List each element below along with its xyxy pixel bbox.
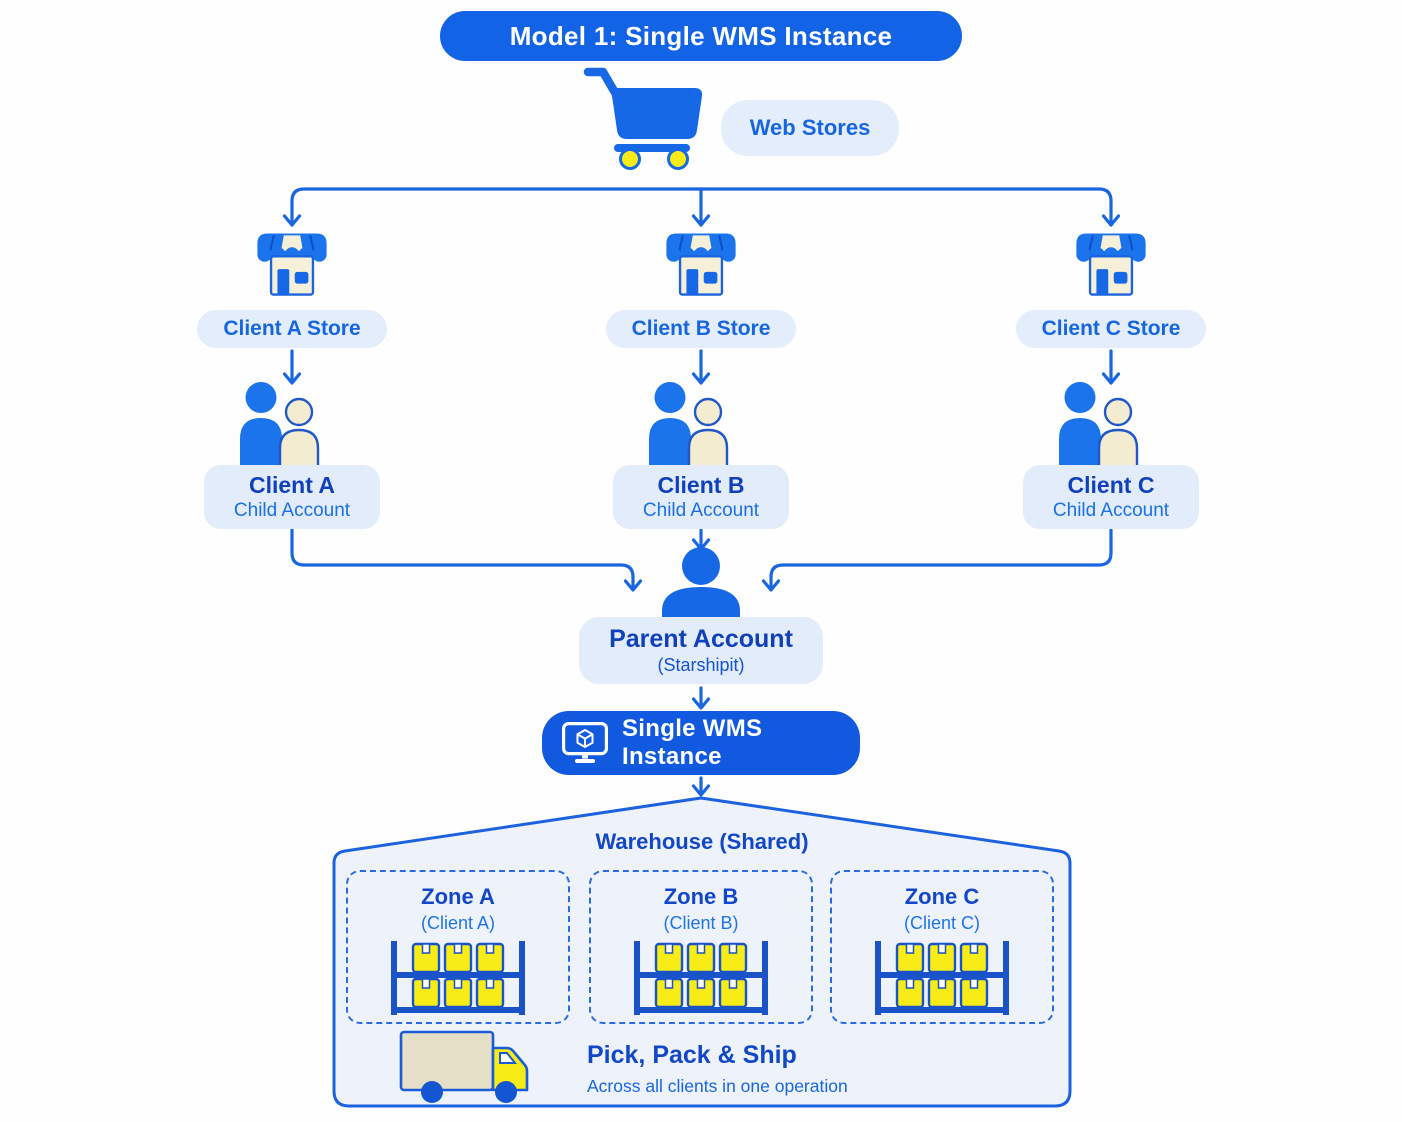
arrowhead bbox=[691, 214, 711, 227]
arrowhead bbox=[691, 784, 711, 797]
web-stores-label: Web Stores bbox=[749, 115, 871, 140]
fulfillment-text-block: Pick, Pack & Ship Across all clients in … bbox=[587, 1041, 848, 1097]
child-account-a-pill: Client A Child Account bbox=[204, 465, 380, 529]
arrowhead bbox=[282, 214, 302, 227]
zone-c: Zone C (Client C) bbox=[830, 870, 1054, 1024]
shopping-cart-icon bbox=[583, 67, 703, 170]
monitor-package-icon bbox=[562, 722, 608, 763]
two-people-icon bbox=[649, 382, 729, 468]
storefront-icon bbox=[666, 233, 736, 296]
child-account-b-pill: Client B Child Account bbox=[613, 465, 789, 529]
diagram-title-banner: Model 1: Single WMS Instance bbox=[440, 11, 962, 61]
child-account-c-pill: Client C Child Account bbox=[1023, 465, 1199, 529]
fulfillment-subtitle: Across all clients in one operation bbox=[587, 1076, 848, 1096]
zone-a-name: Zone A bbox=[421, 884, 495, 909]
person-icon bbox=[662, 547, 740, 627]
warehouse-shelf-icon bbox=[875, 941, 1009, 1015]
arrowhead bbox=[1101, 372, 1121, 385]
wms-banner: Single WMS Instance bbox=[542, 711, 860, 775]
connector-webstores-to-stores bbox=[290, 187, 1113, 227]
zone-c-name: Zone C bbox=[904, 884, 980, 909]
store-c-label-pill: Client C Store bbox=[1016, 310, 1206, 348]
zone-c-client: (Client C) bbox=[903, 913, 980, 933]
child-account-b-name: Client B bbox=[657, 472, 745, 498]
zone-b-client: (Client B) bbox=[663, 913, 739, 933]
arrowhead bbox=[691, 372, 711, 385]
diagram-title: Model 1: Single WMS Instance bbox=[509, 20, 893, 51]
child-account-a-name: Client A bbox=[248, 472, 336, 498]
warehouse-title: Warehouse (Shared) bbox=[595, 829, 809, 854]
parent-account-pill: Parent Account (Starshipit) bbox=[579, 617, 823, 684]
web-stores-pill: Web Stores bbox=[721, 100, 899, 156]
zone-a-client: (Client A) bbox=[420, 913, 496, 933]
zone-b-name: Zone B bbox=[663, 884, 739, 909]
zone-a: Zone A (Client A) bbox=[346, 870, 570, 1024]
store-c-label: Client C Store bbox=[1041, 317, 1181, 340]
arrowhead bbox=[691, 697, 711, 710]
parent-account-org: (Starshipit) bbox=[657, 655, 745, 675]
warehouse-shelf-icon bbox=[391, 941, 525, 1015]
store-b-label-pill: Client B Store bbox=[606, 310, 796, 348]
storefront-icon bbox=[1076, 233, 1146, 296]
arrowhead bbox=[623, 579, 643, 592]
child-account-c-name: Client C bbox=[1067, 472, 1155, 498]
child-account-a-role: Child Account bbox=[233, 500, 351, 521]
fulfillment-title: Pick, Pack & Ship bbox=[587, 1041, 797, 1069]
store-b-label: Client B Store bbox=[631, 317, 771, 340]
child-account-b-role: Child Account bbox=[642, 500, 760, 521]
zone-b: Zone B (Client B) bbox=[589, 870, 813, 1024]
warehouse-shelf-icon bbox=[634, 941, 768, 1015]
two-people-icon bbox=[240, 382, 320, 468]
arrowhead bbox=[761, 579, 781, 592]
storefront-icon bbox=[257, 233, 327, 296]
connector-child-c-to-parent bbox=[769, 528, 1113, 591]
delivery-truck-icon bbox=[399, 1030, 529, 1103]
child-account-c-role: Child Account bbox=[1052, 500, 1170, 521]
two-people-icon bbox=[1059, 382, 1139, 468]
store-a-label-pill: Client A Store bbox=[197, 310, 387, 348]
wms-label: Single WMS Instance bbox=[622, 715, 763, 770]
arrowhead bbox=[1101, 214, 1121, 227]
arrowhead bbox=[282, 372, 302, 385]
store-a-label: Client A Store bbox=[223, 317, 361, 340]
parent-account-name: Parent Account bbox=[609, 625, 793, 653]
connector-child-a-to-parent bbox=[290, 528, 635, 591]
